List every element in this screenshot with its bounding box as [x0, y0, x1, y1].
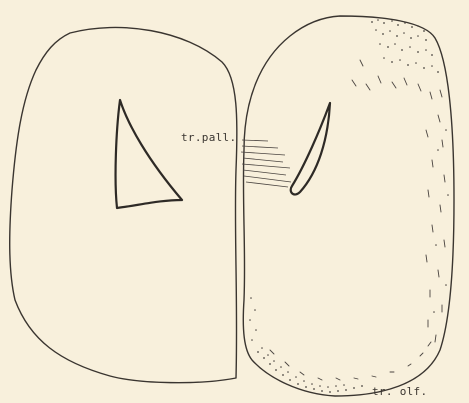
tr-olf-label: tr. olf. — [372, 385, 427, 398]
right-ventricle — [291, 103, 330, 194]
left-ventricle — [116, 100, 182, 208]
tr-olf-stippling — [249, 19, 449, 393]
left-hemisphere-outline — [10, 27, 237, 382]
right-hemisphere-outline — [243, 16, 454, 396]
tr-pall-label: tr.pall. — [181, 131, 236, 144]
tr-pall-fibres — [241, 140, 291, 187]
